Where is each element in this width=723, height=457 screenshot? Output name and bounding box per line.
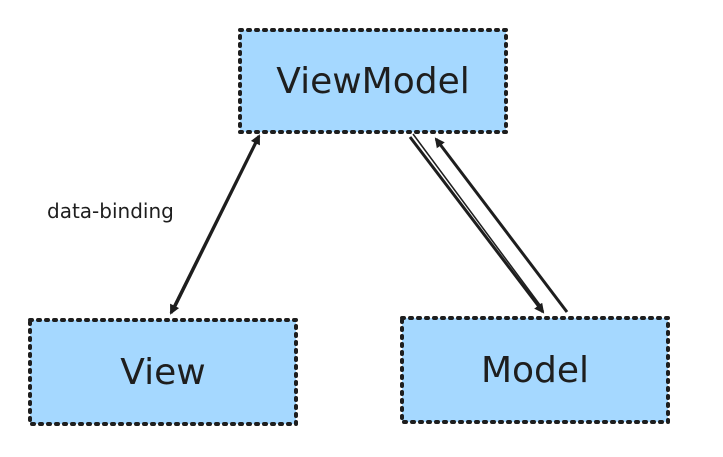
model-to-viewmodel-edge: [434, 137, 569, 313]
model-box: [400, 316, 670, 424]
viewmodel-node: ViewModel: [238, 28, 508, 134]
viewmodel-to-model-arrow: [408, 136, 545, 314]
view-box: [28, 318, 298, 426]
model-label: Model: [481, 350, 589, 391]
data-binding-label: data-binding: [47, 199, 174, 223]
view-label: View: [120, 352, 205, 393]
viewmodel-to-model-edge: [408, 133, 545, 314]
viewmodel-label: ViewModel: [276, 61, 470, 102]
model-to-viewmodel-arrow: [434, 137, 569, 313]
data-binding-arrow: [169, 134, 261, 315]
viewmodel-box: [238, 28, 508, 134]
view-node: View: [28, 318, 298, 426]
model-node: Model: [400, 316, 670, 424]
data-binding-arrow-sketch: [173, 139, 259, 311]
view-viewmodel-edge: data-binding: [47, 134, 261, 315]
viewmodel-to-model-arrow-sketch: [412, 133, 541, 306]
